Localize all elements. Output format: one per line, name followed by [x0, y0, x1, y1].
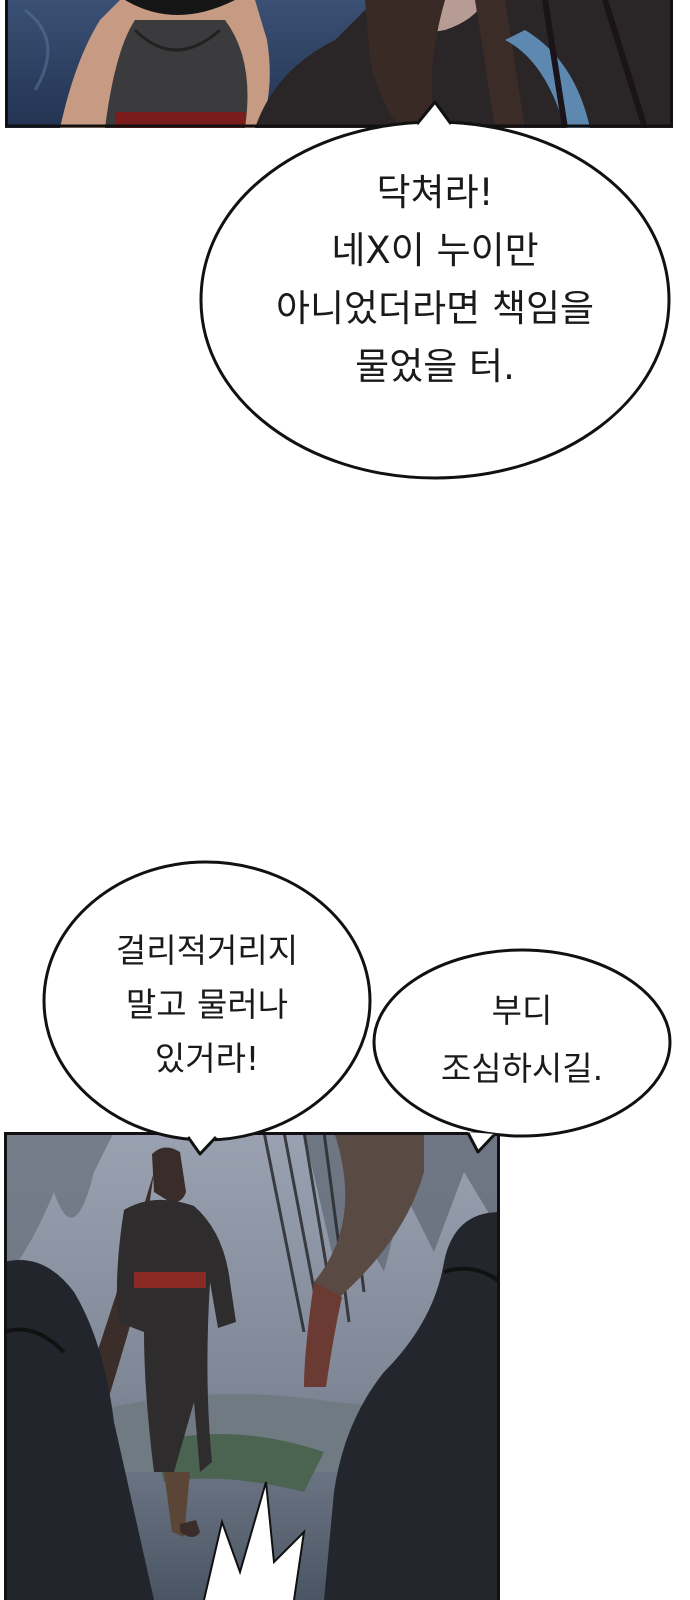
dialogue-line: 네X이 누이만: [331, 229, 539, 272]
speech-bubble-scold: 닥쳐라! 네X이 누이만 아니었더라면 책임을 물었을 터.: [195, 100, 675, 485]
dialogue-line: 말고 물러나: [125, 985, 289, 1024]
speech-bubble-take-care: 부디 조심하시길.: [370, 946, 674, 1160]
speech-bubble-shape: [199, 100, 671, 480]
dialogue-line: 걸리적거리지: [115, 931, 299, 970]
dialogue-line: 아니었더라면 책임을: [275, 287, 595, 330]
dialogue-line: 부디: [491, 991, 553, 1030]
bottom-panel-artwork: [4, 1132, 500, 1600]
top-comic-panel: [5, 0, 673, 128]
dialogue-line: 조심하시길.: [440, 1049, 604, 1088]
top-panel-artwork: [5, 0, 673, 128]
dialogue-line: 닥쳐라!: [376, 171, 494, 214]
speech-bubble-text: 걸리적거리지 말고 물러나 있거라!: [40, 924, 374, 1086]
dialogue-line: 물었을 터.: [355, 345, 515, 388]
speech-bubble-stay-back: 걸리적거리지 말고 물러나 있거라!: [40, 858, 374, 1158]
speech-bubble-text: 닥쳐라! 네X이 누이만 아니었더라면 책임을 물었을 터.: [195, 164, 675, 396]
speech-bubble-text: 부디 조심하시길.: [370, 982, 674, 1098]
dialogue-line: 있거라!: [154, 1039, 260, 1078]
speech-bubble-shape: [372, 948, 672, 1154]
bottom-comic-panel: [4, 1132, 500, 1600]
speech-bubble-shape: [42, 860, 372, 1156]
